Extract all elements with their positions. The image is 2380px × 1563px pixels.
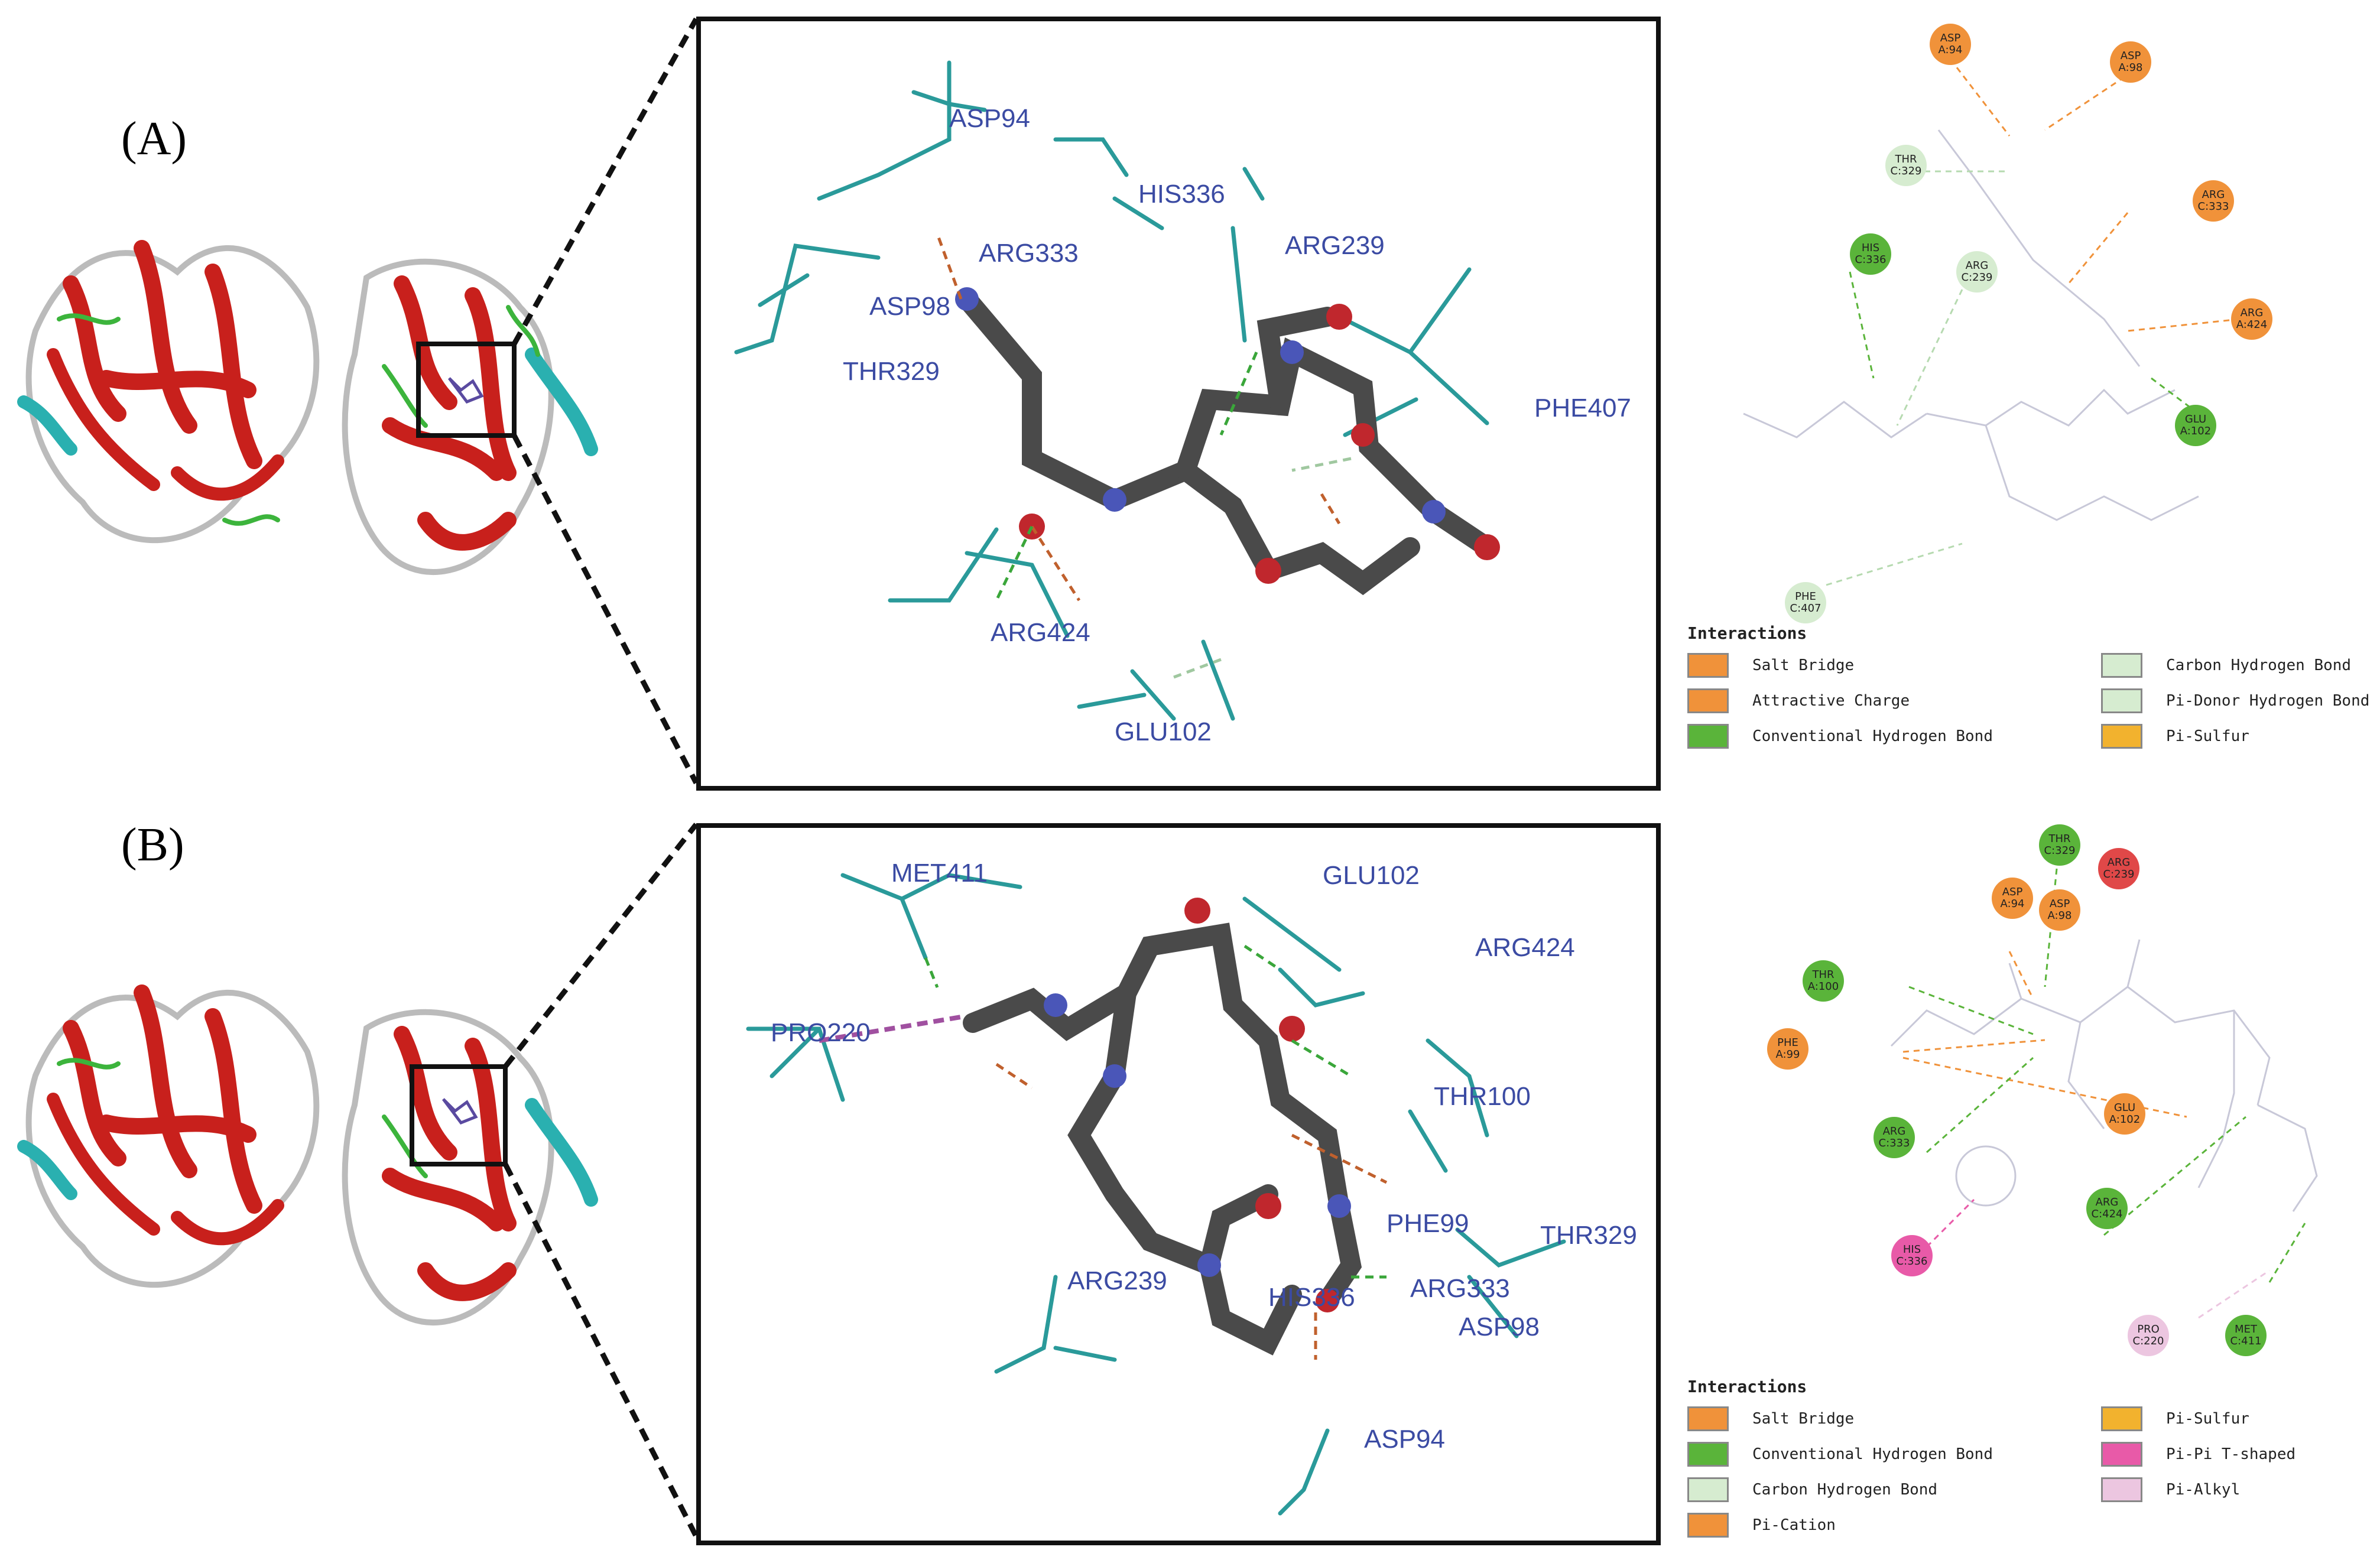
interaction-lines-b: [1890, 868, 2318, 1319]
legend-b: Interactions Salt Bridge Conventional Hy…: [1687, 1377, 2373, 1554]
legend-item-pi-sulfur-b: Pi-Sulfur: [2101, 1406, 2249, 1431]
binding-site-box-b: [410, 1064, 508, 1166]
legend-item-attractive-charge-a: Attractive Charge: [1687, 688, 1910, 713]
panel-a-label: (A): [121, 113, 187, 165]
residue-label-arg333-b: ARG333: [1410, 1274, 1510, 1303]
binding-site-box-a: [416, 342, 517, 438]
ligand-3d-b: [746, 873, 1566, 1516]
protein-ribbon-b-right: [342, 1009, 598, 1325]
residue-label-arg333-a: ARG333: [979, 239, 1079, 268]
protein-ribbon-b-left: [17, 984, 320, 1288]
legend-item-salt-bridge-a: Salt Bridge: [1687, 653, 1854, 678]
residue-label-asp98-b: ASP98: [1459, 1312, 1540, 1341]
legend-item-pi-sulfur-a: Pi-Sulfur: [2101, 724, 2249, 749]
legend-item-salt-bridge-b: Salt Bridge: [1687, 1406, 1854, 1431]
binding-pocket-view-b: MET411 GLU102 ARG424 PRO220 THR100 PHE99…: [696, 823, 1661, 1545]
residue-label-asp98-a: ASP98: [869, 292, 950, 321]
residue-label-thr100-b: THR100: [1434, 1082, 1531, 1111]
panel-b-label: (B): [121, 819, 184, 871]
legend-item-pi-cation-b: Pi-Cation: [1687, 1513, 1836, 1538]
legend-item-carbon-hbond-a: Carbon Hydrogen Bond: [2101, 653, 2351, 678]
interaction-lines-a: [1743, 59, 2241, 586]
residue-label-pro220-b: PRO220: [771, 1018, 871, 1047]
residue-label-glu102-b: GLU102: [1323, 861, 1420, 890]
residue-label-arg424-b: ARG424: [1475, 933, 1575, 962]
residue-label-his336-a: HIS336: [1138, 180, 1225, 209]
legend-item-conv-hbond-b: Conventional Hydrogen Bond: [1687, 1442, 1993, 1467]
residue-label-asp94-b: ASP94: [1364, 1425, 1445, 1454]
legend-item-pi-pi-t-b: Pi-Pi T-shaped: [2101, 1442, 2295, 1467]
legend-a: Interactions Salt Bridge Attractive Char…: [1687, 623, 2373, 777]
legend-item-conv-hbond-a: Conventional Hydrogen Bond: [1687, 724, 1993, 749]
residue-label-asp94-a: ASP94: [949, 104, 1030, 133]
residue-label-arg239-a: ARG239: [1285, 231, 1385, 260]
residue-label-thr329-b: THR329: [1540, 1221, 1637, 1250]
residue-label-arg239-b: ARG239: [1067, 1266, 1167, 1295]
ligand-3d-a: [734, 60, 1500, 721]
residue-label-his336-b: HIS336: [1268, 1283, 1355, 1312]
residue-label-arg424-a: ARG424: [991, 618, 1090, 647]
legend-item-carbon-hbond-b: Carbon Hydrogen Bond: [1687, 1477, 1937, 1502]
residue-label-met411-b: MET411: [891, 859, 988, 888]
legend-item-pi-alkyl-b: Pi-Alkyl: [2101, 1477, 2240, 1502]
legend-title-a: Interactions: [1687, 623, 1807, 643]
residue-label-phe99-b: PHE99: [1387, 1209, 1469, 1238]
legend-title-b: Interactions: [1687, 1377, 1807, 1396]
protein-ribbon-a-right: [342, 258, 598, 575]
legend-item-pi-donor-hbond-a: Pi-Donor Hydrogen Bond: [2101, 688, 2369, 713]
residue-label-phe407-a: PHE407: [1534, 394, 1631, 423]
binding-pocket-view-a: ASP94 HIS336 ARG333 ARG239 ASP98 THR329 …: [696, 17, 1661, 791]
residue-label-glu102-a: GLU102: [1115, 717, 1212, 746]
protein-ribbon-a-left: [17, 240, 320, 544]
residue-label-thr329-a: THR329: [843, 357, 940, 386]
